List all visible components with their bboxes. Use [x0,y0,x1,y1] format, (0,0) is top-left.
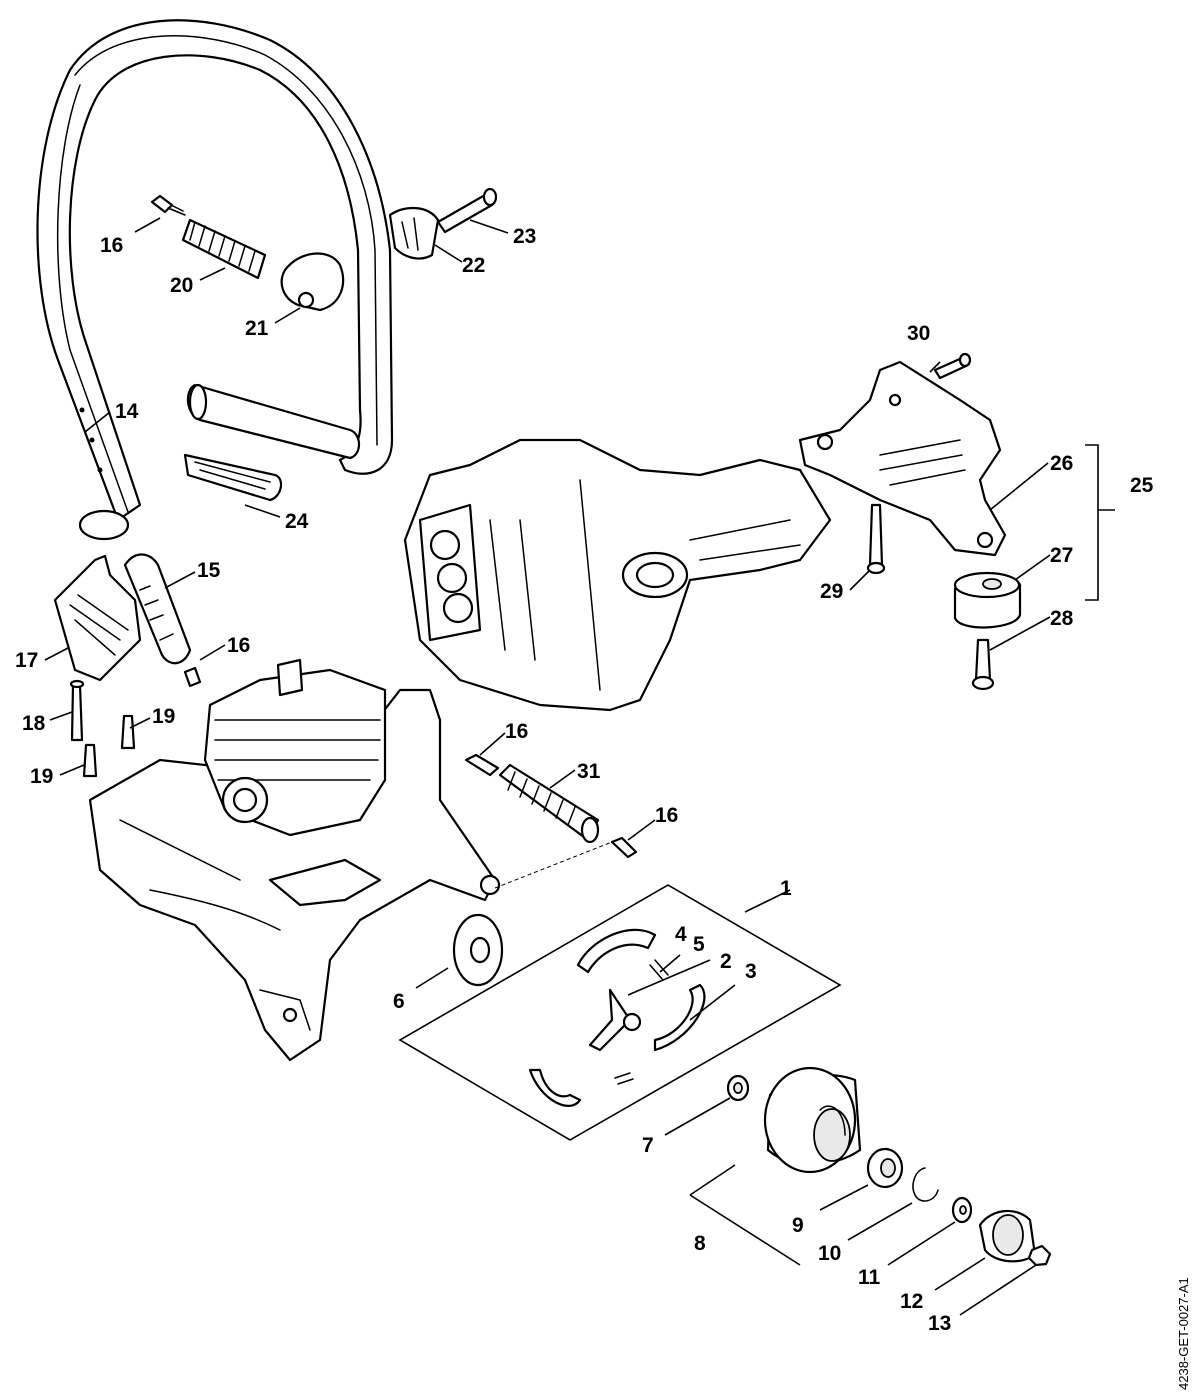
handlebar-part-14 [36,19,394,541]
top-mount-screw-part-16a [150,194,186,216]
washer-part-6 [452,913,504,987]
screw-part-19a [120,714,136,750]
clutch-spring-part-5a [649,959,669,981]
clutch-shoe-part-lower [528,1068,582,1107]
callout-1: 1 [780,877,792,900]
callout-9: 9 [792,1214,804,1237]
clutch-spring-lower [614,1072,634,1085]
clutch-shoe-part-3 [653,983,706,1052]
shroud-housing [403,438,832,712]
annular-buffer-part-20 [181,218,267,280]
screw-part-30 [933,352,972,380]
callout-13: 13 [928,1312,951,1335]
callout-8: 8 [694,1232,706,1255]
callout-24: 24 [285,510,309,533]
annular-buffer-part-15 [123,553,192,665]
screw-part-29 [866,503,886,575]
callout-21: 21 [245,317,269,340]
clutch-drum-part-8 [763,1066,862,1174]
callout-28: 28 [1050,607,1074,630]
leader-lines [44,217,1115,1316]
nut-part-13 [1027,1244,1052,1267]
callout-4: 4 [675,923,687,946]
ball-bearing-part-9 [866,1147,904,1189]
circlip-part-10 [912,1167,939,1202]
callout-16: 16 [100,234,123,257]
handle-mount-part-26 [798,360,1007,557]
callout-30: 30 [907,322,930,345]
callout-16: 16 [227,634,250,657]
callout-5: 5 [693,933,705,956]
callout-31: 31 [577,760,601,783]
callout-10: 10 [818,1242,841,1265]
callout-7: 7 [642,1134,654,1157]
callout-2: 2 [720,950,732,973]
callout-labels: 16 20 21 23 22 14 24 15 17 16 18 19 19 1… [15,225,1154,1335]
cover-part-12 [978,1209,1037,1263]
screw-part-18 [69,679,85,742]
callout-12: 12 [900,1290,923,1313]
clutch-carrier-part-2 [588,988,642,1052]
callout-20: 20 [170,274,193,297]
callout-3: 3 [745,960,757,983]
alignment-line [494,841,613,889]
callout-16: 16 [655,804,678,827]
callout-18: 18 [22,712,46,735]
grip-cover-part-24 [183,383,361,502]
callout-26: 26 [1050,452,1073,475]
screw-part-28 [971,638,995,691]
screw-part-23 [436,187,498,234]
handle-support-part-17 [53,554,142,682]
callout-27: 27 [1050,544,1073,567]
needle-cage-part-7 [726,1074,750,1102]
annular-buffer-part-27 [953,571,1022,629]
callout-23: 23 [513,225,536,248]
callout-11: 11 [858,1266,881,1289]
screw-part-16b [183,666,202,688]
callout-25: 25 [1130,474,1154,497]
engine-crankcase-assembly [88,658,501,1062]
callout-6: 6 [393,990,405,1013]
screw-part-16c [464,753,500,777]
clutch-group-outline [398,884,842,1141]
callout-16: 16 [505,720,528,743]
holder-part-21 [280,252,345,312]
callout-17: 17 [15,649,38,672]
washer-part-11 [951,1196,973,1224]
callout-14: 14 [115,400,139,423]
callout-22: 22 [462,254,485,277]
callout-19: 19 [152,705,175,728]
annular-buffer-part-31 [498,763,600,844]
drawing-reference-code: 4238-GET-0027-A1 [1176,1277,1191,1390]
clutch-shoe-part-upper [576,928,657,974]
callout-19: 19 [30,765,53,788]
clamp-part-22 [388,207,440,260]
callout-29: 29 [820,580,843,603]
screw-part-16d [610,836,638,859]
callout-15: 15 [197,559,221,582]
screw-part-19b [82,743,98,778]
